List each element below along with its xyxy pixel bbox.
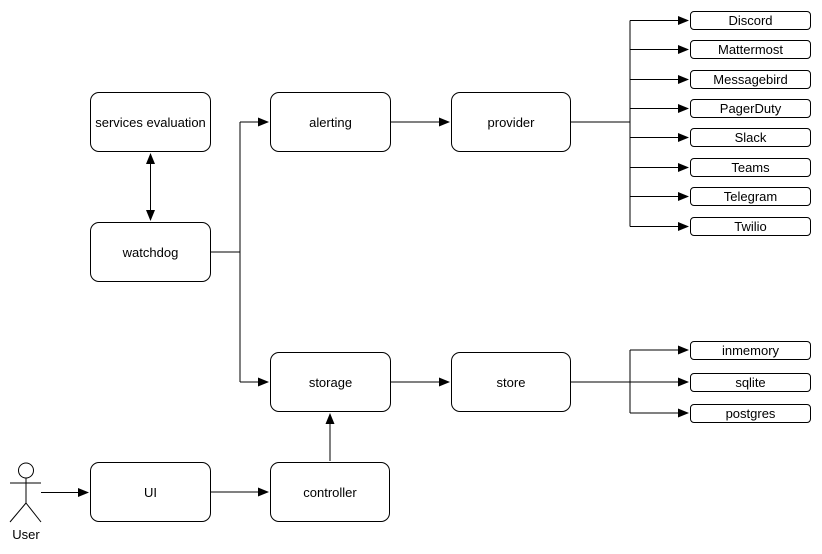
node-alerting: alerting	[270, 92, 391, 152]
store-leaf-inmemory: inmemory	[690, 340, 811, 360]
provider-leaf-discord: Discord	[690, 11, 811, 30]
user-actor-figure	[9, 462, 42, 523]
provider-leaf-messagebird: Messagebird	[690, 70, 811, 89]
store-leaf-sqlite: sqlite	[690, 372, 811, 392]
node-store: store	[451, 352, 571, 412]
store-leaf-postgres: postgres	[690, 403, 811, 423]
node-watchdog: watchdog	[90, 222, 211, 282]
provider-leaf-teams: Teams	[690, 158, 811, 177]
node-provider: provider	[451, 92, 571, 152]
node-controller: controller	[270, 462, 390, 522]
provider-leaf-twilio: Twilio	[690, 217, 811, 236]
provider-leaf-pagerduty: PagerDuty	[690, 99, 811, 118]
user-actor-label: User	[12, 527, 40, 542]
provider-leaf-telegram: Telegram	[690, 187, 811, 206]
provider-leaf-slack: Slack	[690, 128, 811, 147]
provider-leaf-mattermost: Mattermost	[690, 40, 811, 59]
node-ui: UI	[90, 462, 211, 522]
node-services-evaluation: services evaluation	[90, 92, 211, 152]
node-storage: storage	[270, 352, 391, 412]
